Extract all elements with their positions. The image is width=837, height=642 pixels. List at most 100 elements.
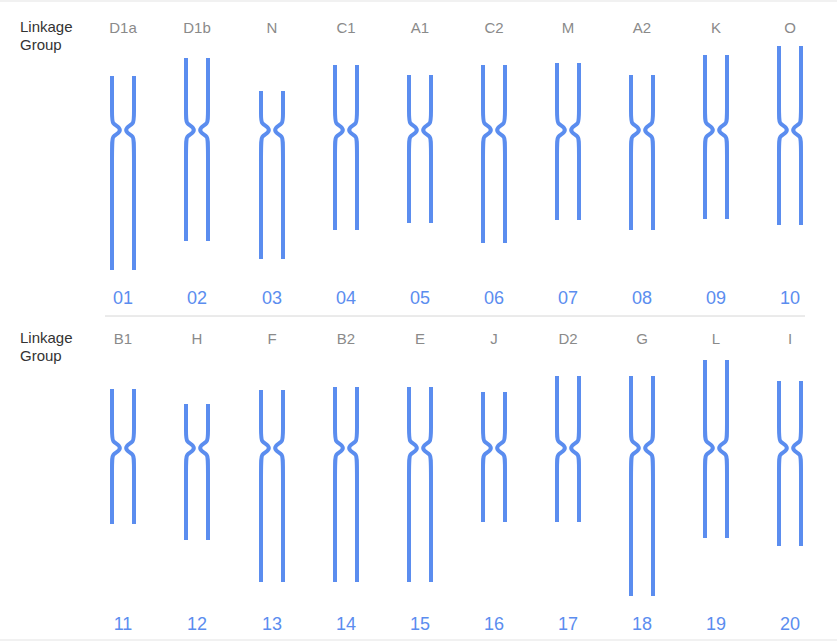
chromatid-line — [719, 360, 727, 538]
linkage-group-label: J — [490, 330, 498, 347]
chromatid-line — [631, 75, 639, 230]
chromatid-line — [261, 390, 269, 582]
chromatid-line — [349, 387, 357, 582]
chromatid-line — [719, 55, 727, 219]
chromatid-line — [200, 404, 208, 540]
chromatid-line — [261, 91, 269, 259]
chromosome-number: 02 — [187, 288, 207, 309]
chromatid-line — [779, 381, 787, 546]
chromatid-line — [645, 75, 653, 230]
chromosome-shape — [261, 91, 283, 259]
axis-title: Linkage Group — [20, 18, 86, 54]
chromosome-number: 09 — [706, 288, 726, 309]
chromosome-number: 04 — [336, 288, 356, 309]
chromosome-shape — [186, 58, 208, 241]
chromatid-line — [705, 55, 713, 219]
chromatid-line — [571, 376, 579, 522]
chromatid-line — [497, 392, 505, 522]
chromosome-number: 08 — [632, 288, 652, 309]
chromosome-number: 14 — [336, 614, 356, 635]
chromosome-number: 03 — [262, 288, 282, 309]
chromatid-line — [705, 360, 713, 538]
chromatid-line — [126, 389, 134, 524]
chromatid-line — [200, 58, 208, 241]
chromatid-line — [483, 65, 491, 243]
chromatid-line — [423, 387, 431, 582]
chromosome-shape — [631, 75, 653, 230]
linkage-group-label: B1 — [114, 330, 132, 347]
chromosome-number: 19 — [706, 614, 726, 635]
chromosome-number: 11 — [114, 614, 133, 635]
linkage-group-label: A2 — [633, 19, 651, 36]
chromatid-line — [275, 390, 283, 582]
chromatid-line — [557, 376, 565, 522]
chromatid-line — [779, 46, 787, 225]
chromosome-number: 12 — [187, 614, 207, 635]
linkage-group-label: O — [784, 19, 796, 36]
chromatid-line — [483, 392, 491, 522]
chromatid-line — [423, 75, 431, 223]
chromatid-line — [186, 58, 194, 241]
chromosome-number: 20 — [780, 614, 800, 635]
divider-line — [105, 316, 805, 317]
chromosome-number: 05 — [410, 288, 430, 309]
linkage-group-label: M — [562, 19, 575, 36]
chromatid-line — [645, 376, 653, 596]
chromatid-line — [793, 46, 801, 225]
chromatid-line — [112, 76, 120, 270]
chromatid-line — [275, 91, 283, 259]
chromosome-shape — [335, 65, 357, 230]
linkage-group-label: N — [267, 19, 278, 36]
chromosome-shape — [112, 76, 134, 270]
chromosome-shape — [335, 387, 357, 582]
linkage-group-label: B2 — [337, 330, 355, 347]
linkage-group-label: G — [636, 330, 648, 347]
linkage-group-label: H — [192, 330, 203, 347]
linkage-group-label: D1a — [109, 19, 137, 36]
chromatid-line — [557, 63, 565, 220]
chromosome-shape — [186, 404, 208, 540]
chromatid-line — [126, 76, 134, 270]
linkage-group-label: K — [711, 19, 721, 36]
chromatid-line — [335, 387, 343, 582]
linkage-group-label: D2 — [558, 330, 577, 347]
chromatid-line — [631, 376, 639, 596]
chromatid-line — [349, 65, 357, 230]
chromosome-shape — [409, 75, 431, 223]
chromosome-number: 16 — [484, 614, 504, 635]
chromatid-line — [571, 63, 579, 220]
linkage-group-label: C2 — [484, 19, 503, 36]
chromosome-number: 07 — [558, 288, 578, 309]
chromosome-shape — [779, 46, 801, 225]
linkage-group-label: L — [712, 330, 720, 347]
chromosome-shape — [261, 390, 283, 582]
chromatid-line — [793, 381, 801, 546]
chromosome-shape — [112, 389, 134, 524]
chromosome-shape — [409, 387, 431, 582]
chromosome-shape — [779, 381, 801, 546]
linkage-group-label: I — [788, 330, 792, 347]
chromosome-number: 01 — [113, 288, 133, 309]
axis-title: Linkage Group — [20, 329, 86, 365]
linkage-group-label: A1 — [411, 19, 429, 36]
chromosome-number: 18 — [632, 614, 652, 635]
chromatid-line — [409, 387, 417, 582]
chromosome-number: 10 — [780, 288, 800, 309]
chromosome-shape — [705, 55, 727, 219]
chromosome-number: 15 — [410, 614, 430, 635]
linkage-group-label: D1b — [183, 19, 211, 36]
border-line — [0, 640, 837, 641]
chromosome-number: 17 — [558, 614, 578, 635]
chromatid-line — [497, 65, 505, 243]
chromosome-shape — [557, 376, 579, 522]
chromatid-line — [112, 389, 120, 524]
chromatid-line — [335, 65, 343, 230]
border-line — [0, 1, 837, 2]
chromosome-number: 13 — [262, 614, 282, 635]
chromosome-shape — [705, 360, 727, 538]
chromosome-shape — [631, 376, 653, 596]
chromatid-line — [186, 404, 194, 540]
chromosome-number: 06 — [484, 288, 504, 309]
